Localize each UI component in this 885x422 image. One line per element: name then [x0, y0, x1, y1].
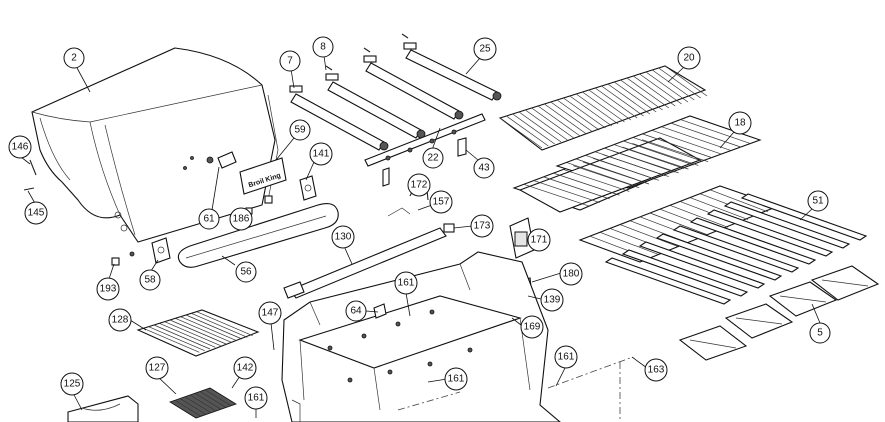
svg-text:125: 125 — [64, 379, 81, 390]
callout-18: 18 — [728, 111, 752, 135]
handle-bracket-58 — [151, 237, 171, 264]
svg-text:161: 161 — [558, 352, 575, 363]
svg-text:172: 172 — [411, 180, 428, 191]
callout-61: 61 — [198, 208, 220, 230]
svg-text:43: 43 — [478, 163, 490, 174]
fitting-173 — [443, 223, 455, 233]
callout-43: 43 — [473, 157, 495, 179]
lid-part — [31, 47, 279, 243]
side-burner-grid-128 — [136, 309, 260, 357]
svg-text:193: 193 — [100, 284, 117, 295]
svg-text:22: 22 — [427, 153, 439, 164]
callout-59: 59 — [289, 119, 311, 141]
handle-bracket-141 — [299, 175, 317, 201]
callout-172: 172 — [407, 173, 431, 197]
svg-text:8: 8 — [320, 42, 326, 53]
callout-139: 139 — [540, 288, 564, 312]
callout-5: 5 — [809, 322, 831, 344]
callout-163: 163 — [644, 358, 668, 382]
svg-text:7: 7 — [287, 56, 293, 67]
callout-157: 157 — [429, 190, 453, 214]
svg-text:20: 20 — [683, 53, 695, 64]
callout-161-bottom: 161 — [244, 386, 268, 410]
svg-text:64: 64 — [350, 306, 362, 317]
callout-180: 180 — [559, 262, 583, 286]
svg-text:180: 180 — [563, 269, 580, 280]
callout-22: 22 — [422, 147, 444, 169]
valve-43 — [457, 137, 467, 157]
manifold-22 — [364, 113, 486, 187]
callout-8: 8 — [312, 36, 334, 58]
svg-text:128: 128 — [112, 315, 129, 326]
thermometer-part — [217, 151, 237, 169]
svg-text:58: 58 — [144, 275, 156, 286]
svg-text:169: 169 — [524, 322, 541, 333]
valve-bracket-130 — [283, 227, 447, 299]
svg-text:25: 25 — [479, 44, 491, 55]
callout-169: 169 — [520, 315, 544, 339]
callout-127: 127 — [145, 356, 169, 380]
callout-58: 58 — [139, 269, 161, 291]
cart-frame-163 — [397, 357, 631, 422]
svg-text:61: 61 — [203, 214, 215, 225]
callout-161-right: 161 — [554, 345, 578, 369]
svg-text:51: 51 — [812, 196, 824, 207]
svg-text:142: 142 — [237, 363, 254, 374]
svg-text:139: 139 — [544, 295, 561, 306]
cooking-grids-18 — [512, 115, 780, 263]
svg-text:186: 186 — [233, 214, 250, 225]
svg-text:157: 157 — [433, 197, 450, 208]
svg-text:161: 161 — [248, 393, 265, 404]
callout-51: 51 — [807, 190, 829, 212]
callout-146: 146 — [8, 135, 32, 159]
callout-2: 2 — [63, 47, 85, 69]
callout-147: 147 — [258, 301, 282, 325]
svg-text:18: 18 — [734, 118, 746, 129]
callout-141: 141 — [309, 142, 333, 166]
svg-text:2: 2 — [71, 53, 77, 64]
callout-161-top: 161 — [394, 271, 418, 295]
svg-text:171: 171 — [531, 235, 548, 246]
burner-tubes-25 — [289, 33, 502, 151]
svg-text:130: 130 — [335, 232, 352, 243]
callout-161-mid: 161 — [444, 367, 468, 391]
svg-text:145: 145 — [28, 208, 45, 219]
side-shelf-125 — [67, 395, 139, 422]
heat-plates-5 — [678, 265, 880, 361]
heat-bars-51 — [604, 193, 868, 305]
svg-text:141: 141 — [313, 149, 330, 160]
warming-rack-20 — [498, 65, 708, 151]
callout-7: 7 — [279, 50, 301, 72]
nut-193 — [111, 251, 135, 266]
callout-171: 171 — [527, 228, 551, 252]
svg-text:161: 161 — [398, 278, 415, 289]
handle-56-part — [177, 203, 339, 268]
svg-text:146: 146 — [12, 142, 29, 153]
svg-text:173: 173 — [474, 221, 491, 232]
screw-145-part — [23, 187, 35, 191]
callout-125: 125 — [60, 372, 84, 396]
svg-text:59: 59 — [294, 125, 306, 136]
callout-186: 186 — [229, 207, 253, 231]
svg-text:163: 163 — [648, 365, 665, 376]
callout-25: 25 — [473, 37, 497, 61]
callout-64: 64 — [345, 300, 367, 322]
cookbox-part — [281, 251, 561, 422]
callout-20: 20 — [677, 46, 701, 70]
screw-146-part — [29, 159, 37, 176]
svg-text:5: 5 — [817, 328, 823, 339]
svg-text:127: 127 — [149, 363, 166, 374]
callout-145: 145 — [24, 201, 48, 225]
callout-193: 193 — [96, 277, 120, 301]
callout-173: 173 — [470, 214, 494, 238]
callout-130: 130 — [331, 225, 355, 249]
callout-128: 128 — [108, 308, 132, 332]
svg-text:147: 147 — [262, 308, 279, 319]
side-burner-grate-127 — [169, 387, 237, 419]
svg-text:161: 161 — [448, 374, 465, 385]
svg-text:56: 56 — [240, 267, 252, 278]
callout-142: 142 — [233, 356, 257, 380]
callout-56: 56 — [235, 261, 257, 283]
